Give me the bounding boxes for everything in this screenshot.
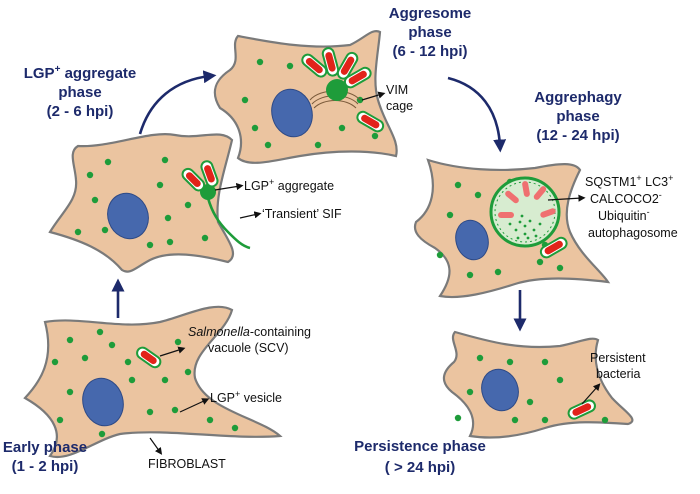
persistence-phase-time: ( > 24 hpi) [385, 459, 455, 476]
label-lgp-aggregate: LGP+ aggregate [244, 177, 334, 193]
svg-text:VIM: VIM [386, 83, 408, 97]
flow-arrows [111, 70, 527, 332]
green-dots [74, 156, 209, 249]
svg-text:Persistent: Persistent [590, 351, 646, 365]
svg-text:autophagosome: autophagosome [588, 226, 678, 240]
nucleus [271, 88, 313, 138]
aggresome-phase-line2: phase [408, 24, 451, 41]
phase-title-persistence: Persistence phase ( > 24 hpi) [354, 438, 486, 476]
green-dots [51, 328, 239, 438]
svg-text:CALCOCO2-: CALCOCO2- [590, 190, 662, 206]
lgp-phase-line1: LGP+ aggregate [24, 64, 137, 82]
svg-text:Ubiquitin-: Ubiquitin- [598, 207, 650, 223]
bacterium [539, 236, 568, 259]
salmonella-scv [136, 346, 162, 369]
aggrephagy-phase-time: (12 - 24 hpi) [536, 127, 619, 144]
aggrephagy-phase-line1: Aggrephagy [534, 89, 622, 106]
green-dots [454, 354, 609, 424]
early-phase-time: (1 - 2 hpi) [12, 458, 79, 475]
lgp-aggregate-cluster [181, 160, 251, 250]
aggresome-phase-line1: Aggresome [389, 5, 472, 22]
nucleus [481, 368, 519, 412]
early-phase-name: Early phase [3, 439, 87, 456]
svg-text:Salmonella-containing: Salmonella-containing [188, 325, 311, 339]
cell-early [23, 305, 283, 459]
phase-title-aggresome: Aggresome phase (6 - 12 hpi) [389, 5, 472, 60]
label-vim-cage: VIM cage [386, 83, 413, 113]
label-autophagy-markers: SQSTM1+ LC3+ CALCOCO2- Ubiquitin- autoph… [585, 173, 678, 240]
transient-sif-tubule [206, 197, 251, 250]
arrow-lgp-to-aggresome [138, 70, 217, 135]
label-transient-sif: ‘Transient’ SIF [262, 207, 342, 221]
persistence-phase-name: Persistence phase [354, 438, 486, 455]
arrow-aggresome-to-aggrephagy [447, 76, 507, 153]
label-lgp-vesicle: LGP+ vesicle [210, 389, 282, 405]
autophagosome [489, 176, 561, 248]
cell-lgp-aggregate [48, 133, 251, 273]
nucleus [107, 192, 149, 240]
nucleus [82, 377, 124, 427]
label-fibroblast: FIBROBLAST [148, 457, 226, 471]
cell-persistence [442, 330, 634, 439]
label-scv: Salmonella-containing vacuole (SCV) [188, 325, 311, 355]
lgp-phase-line2: phase [58, 84, 101, 101]
lgp-phase-time: (2 - 6 hpi) [47, 103, 114, 120]
svg-text:SQSTM1+ LC3+: SQSTM1+ LC3+ [585, 173, 673, 189]
aggresome-phase-time: (6 - 12 hpi) [392, 43, 467, 60]
persistent-bacterium [567, 399, 596, 420]
nucleus [455, 219, 489, 261]
svg-text:vacuole (SCV): vacuole (SCV) [208, 341, 289, 355]
phase-title-lgp: LGP+ aggregate phase (2 - 6 hpi) [24, 64, 137, 120]
aggresome-cluster [301, 47, 385, 133]
phase-title-aggrephagy: Aggrephagy phase (12 - 24 hpi) [534, 89, 622, 144]
pointer-arrows [149, 91, 601, 455]
cell-aggresome [213, 30, 398, 164]
aggrephagy-phase-line2: phase [556, 108, 599, 125]
label-persistent-bacteria: Persistent bacteria [590, 351, 646, 381]
svg-text:bacteria: bacteria [596, 367, 641, 381]
cell-aggrephagy [413, 158, 611, 299]
svg-text:cage: cage [386, 99, 413, 113]
phase-title-early: Early phase (1 - 2 hpi) [3, 439, 87, 475]
